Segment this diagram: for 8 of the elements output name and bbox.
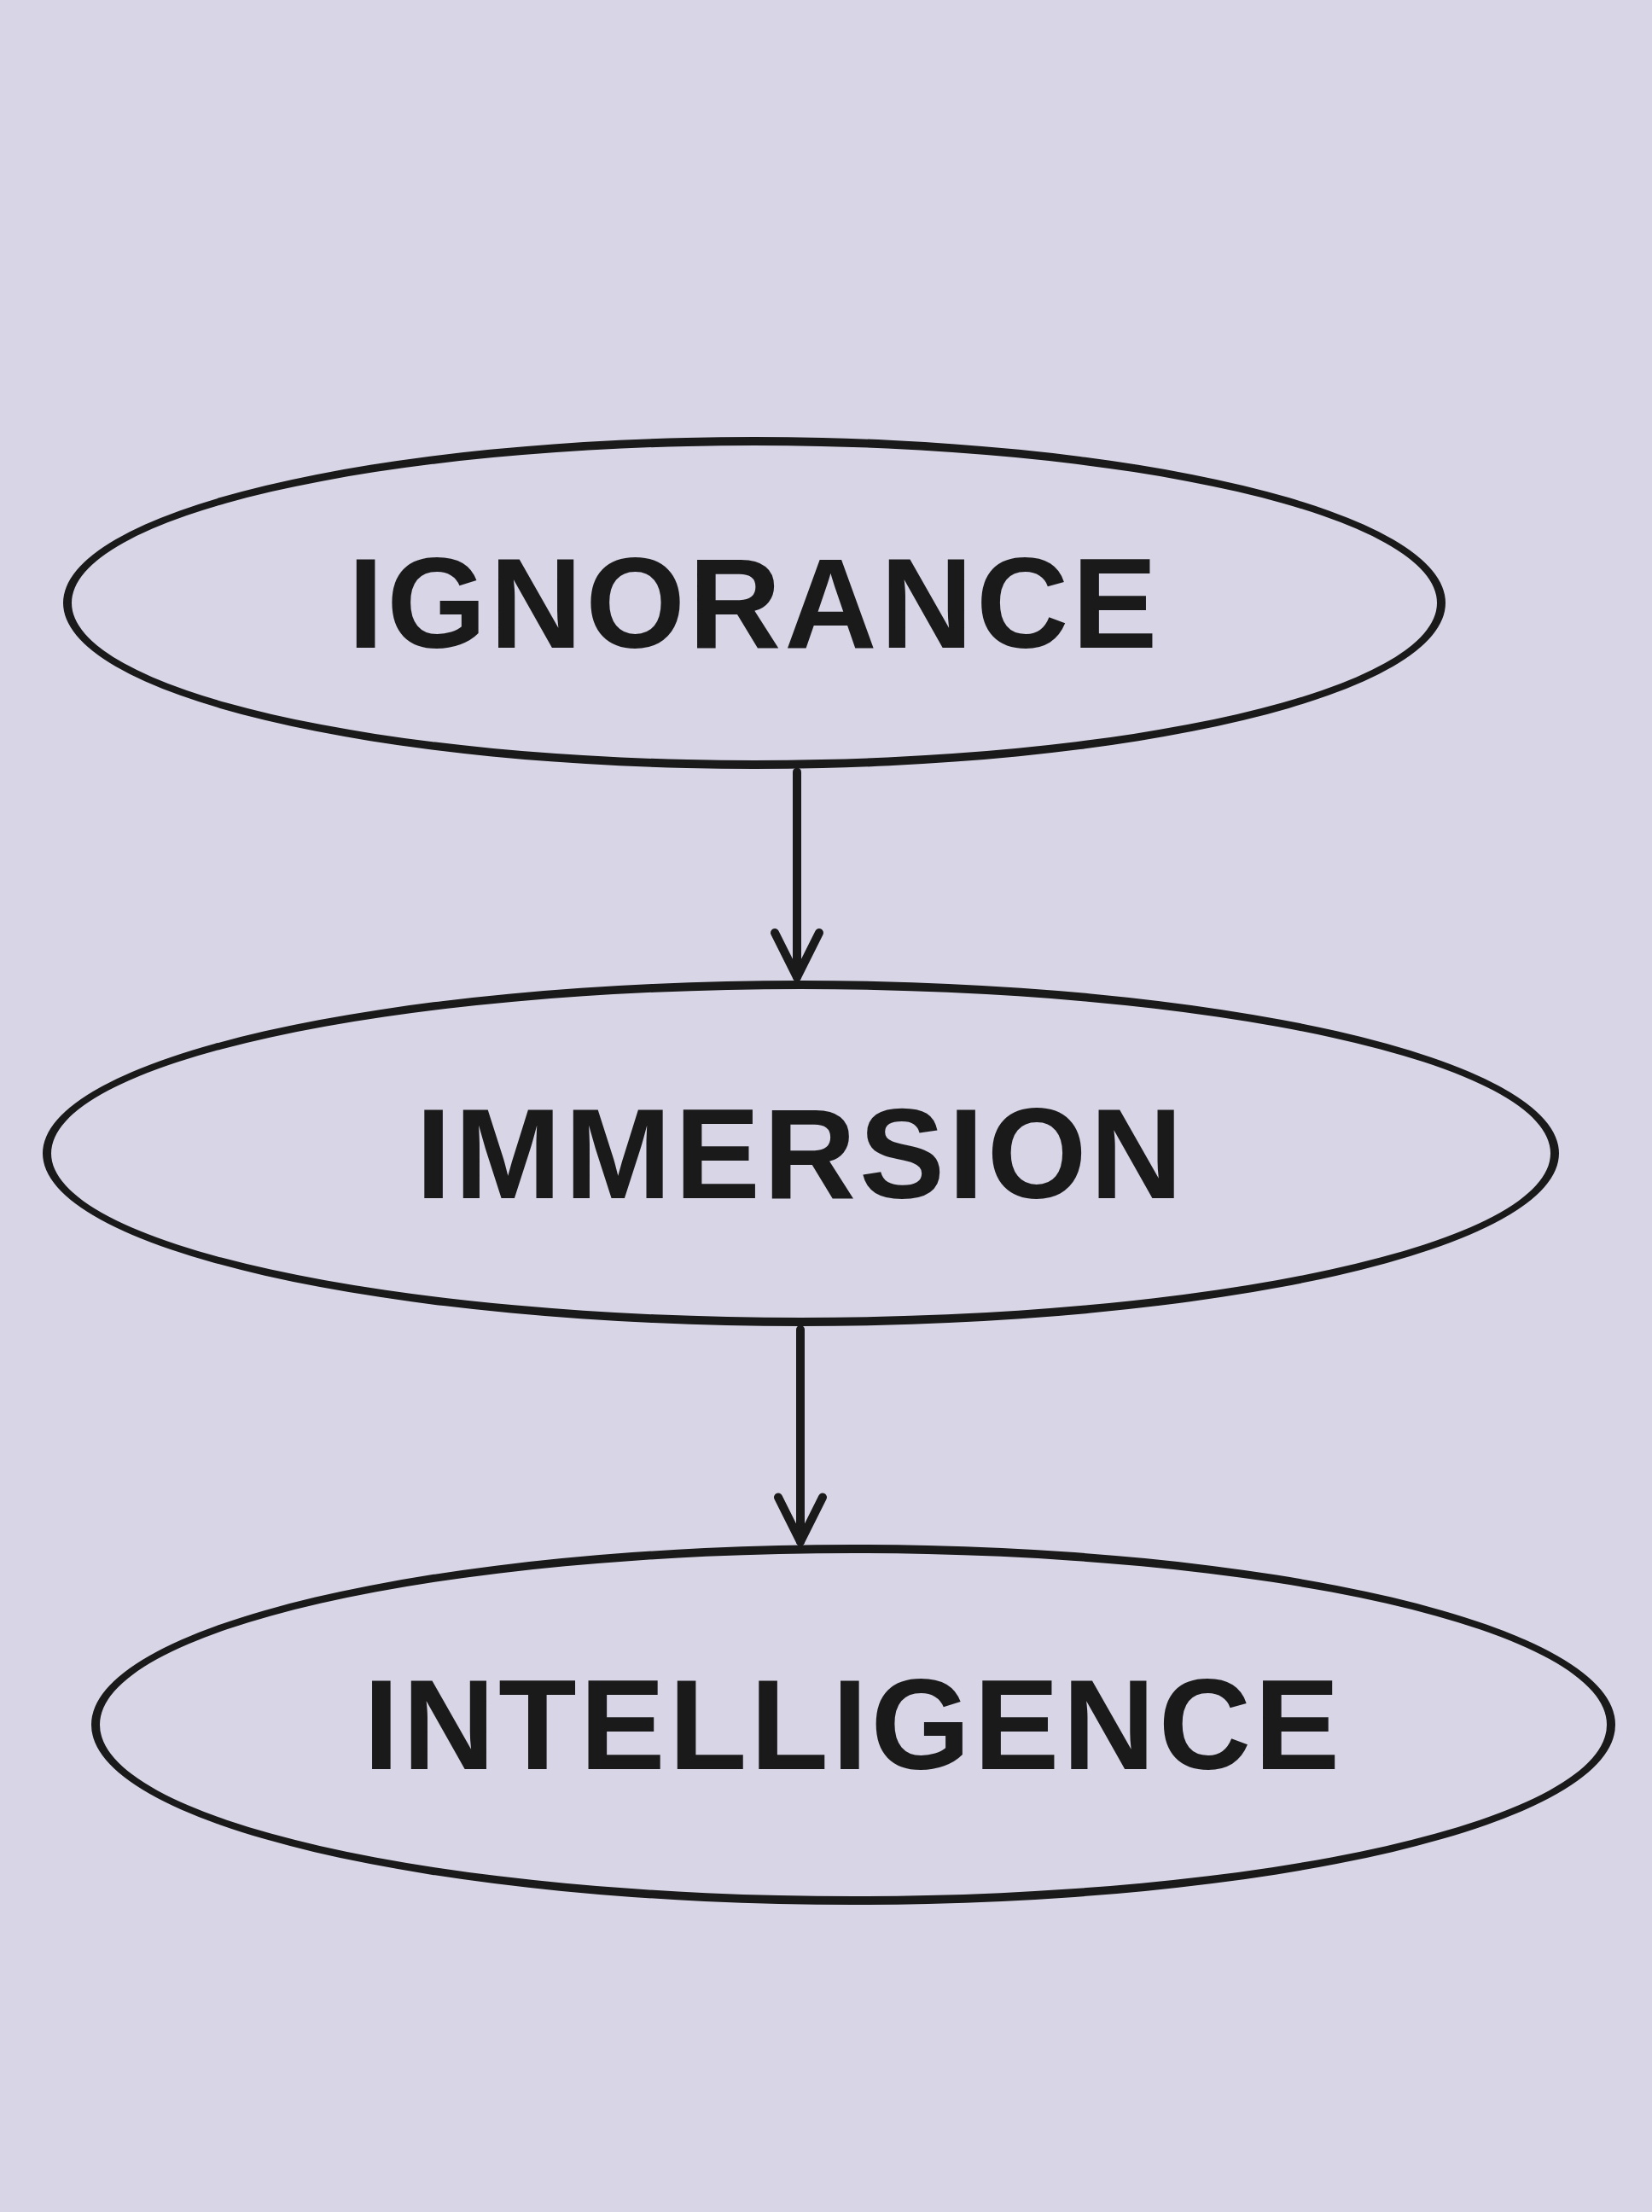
oval-node: [91, 1545, 1615, 1905]
node-label: INTELLIGENCE: [364, 1661, 1343, 1789]
arrow: [771, 767, 823, 981]
oval-node: [43, 981, 1559, 1326]
node-label: IGNORANCE: [347, 538, 1161, 667]
node-label: IMMERSION: [416, 1089, 1186, 1218]
arrow: [774, 1325, 827, 1546]
oval-node: [63, 437, 1446, 769]
